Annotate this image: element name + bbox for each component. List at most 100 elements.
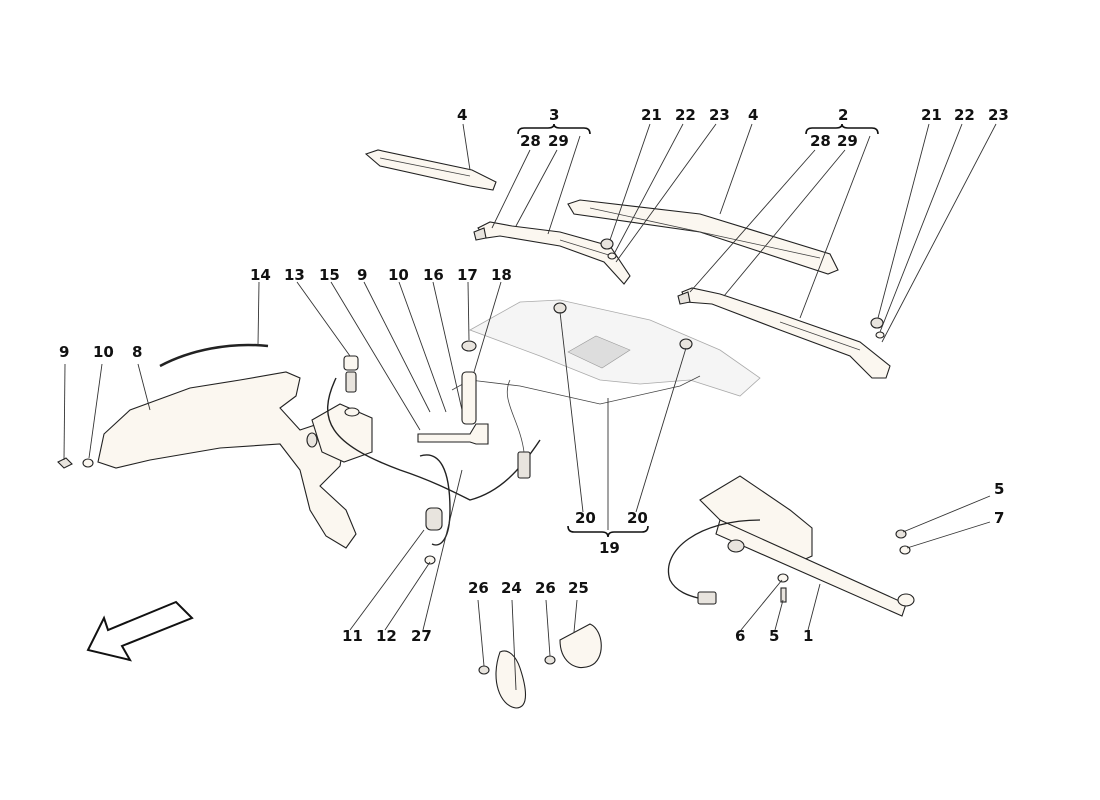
leader-line xyxy=(432,281,463,411)
leader-line xyxy=(906,521,991,549)
callout-23: 23 xyxy=(988,106,1009,124)
washer-reservoir xyxy=(97,371,357,549)
wiper-blade-small xyxy=(364,149,497,191)
callout-20: 20 xyxy=(627,509,648,527)
callout-6: 6 xyxy=(735,627,745,645)
screw-nut-right xyxy=(895,529,911,555)
leader-line xyxy=(881,123,997,343)
leader-line xyxy=(635,347,687,513)
leader-line xyxy=(559,311,584,513)
leader-line xyxy=(462,123,471,171)
leader-line xyxy=(491,149,531,229)
leader-line xyxy=(473,281,502,373)
brace-assembly-3 xyxy=(517,123,591,135)
leader-line xyxy=(723,149,846,297)
leader-line xyxy=(88,363,103,459)
leader-line xyxy=(609,123,651,241)
leader-line xyxy=(330,281,421,431)
t-connector xyxy=(417,340,489,445)
leader-line xyxy=(257,281,260,346)
callout-5: 5 xyxy=(994,480,1004,498)
callout-19: 19 xyxy=(599,539,620,557)
callout-17: 17 xyxy=(457,266,478,284)
leader-line xyxy=(477,599,485,667)
leader-line xyxy=(467,281,470,341)
leader-line xyxy=(879,123,963,333)
leader-line xyxy=(615,123,717,263)
callout-9: 9 xyxy=(59,343,69,361)
callout-22: 22 xyxy=(954,106,975,124)
horn-25 xyxy=(544,623,602,668)
leader-line xyxy=(547,135,581,235)
callout-8: 8 xyxy=(132,343,142,361)
leader-line xyxy=(719,123,753,215)
callout-15: 15 xyxy=(319,266,340,284)
leader-line xyxy=(384,561,431,631)
callout-20: 20 xyxy=(575,509,596,527)
callout-26: 26 xyxy=(535,579,556,597)
washer-hose-27 xyxy=(419,454,451,546)
callout-24: 24 xyxy=(501,579,522,597)
leader-line xyxy=(807,583,821,631)
callout-1: 1 xyxy=(803,627,813,645)
callout-14: 14 xyxy=(250,266,271,284)
callout-21: 21 xyxy=(641,106,662,124)
leader-line xyxy=(63,363,66,461)
callout-29: 29 xyxy=(548,132,569,150)
leader-line xyxy=(799,135,871,319)
electrical-connector xyxy=(506,379,531,479)
callout-11: 11 xyxy=(342,627,363,645)
reservoir-neck xyxy=(311,403,373,463)
callout-12: 12 xyxy=(376,627,397,645)
callout-27: 27 xyxy=(411,627,432,645)
leader-line xyxy=(877,123,930,319)
leader-line xyxy=(740,579,783,631)
brace-assembly-2 xyxy=(805,123,879,135)
leader-line xyxy=(613,123,684,255)
callout-28: 28 xyxy=(810,132,831,150)
leader-line xyxy=(545,599,551,657)
callout-4: 4 xyxy=(748,106,758,124)
leader-line xyxy=(774,599,784,631)
leader-line xyxy=(137,363,151,411)
leader-line xyxy=(689,149,816,293)
callout-4: 4 xyxy=(457,106,467,124)
callout-13: 13 xyxy=(284,266,305,284)
callout-16: 16 xyxy=(423,266,444,284)
leader-line xyxy=(902,495,991,533)
callout-28: 28 xyxy=(520,132,541,150)
washer-pump xyxy=(343,355,360,417)
brace-assembly-19 xyxy=(567,525,649,538)
callout-18: 18 xyxy=(491,266,512,284)
front-direction-arrow xyxy=(86,600,194,662)
horn-24 xyxy=(478,650,527,709)
leader-lines xyxy=(63,123,997,691)
screw-washer-left xyxy=(57,457,94,469)
callout-5: 5 xyxy=(769,627,779,645)
leader-line xyxy=(573,599,578,633)
screw-washer-lower xyxy=(777,573,789,603)
callout-9: 9 xyxy=(357,266,367,284)
overflow-hose-14 xyxy=(159,343,269,368)
callout-10: 10 xyxy=(388,266,409,284)
pump-motor xyxy=(424,507,443,565)
callout-22: 22 xyxy=(675,106,696,124)
callout-21: 21 xyxy=(921,106,942,124)
callout-7: 7 xyxy=(994,509,1004,527)
leader-line xyxy=(296,281,351,357)
callout-23: 23 xyxy=(709,106,730,124)
leader-line xyxy=(363,281,431,413)
wiper-arm-3 xyxy=(473,221,631,285)
cap-nut-set-a xyxy=(600,238,617,260)
callout-2: 2 xyxy=(838,106,848,124)
callout-25: 25 xyxy=(568,579,589,597)
motor-harness xyxy=(667,519,761,605)
scuttle-panel xyxy=(469,299,761,397)
callout-29: 29 xyxy=(837,132,858,150)
cap-nut-set-b xyxy=(870,317,885,339)
washer-hose xyxy=(327,377,541,501)
wiper-motor-linkage xyxy=(699,475,915,617)
leader-line xyxy=(349,529,425,631)
